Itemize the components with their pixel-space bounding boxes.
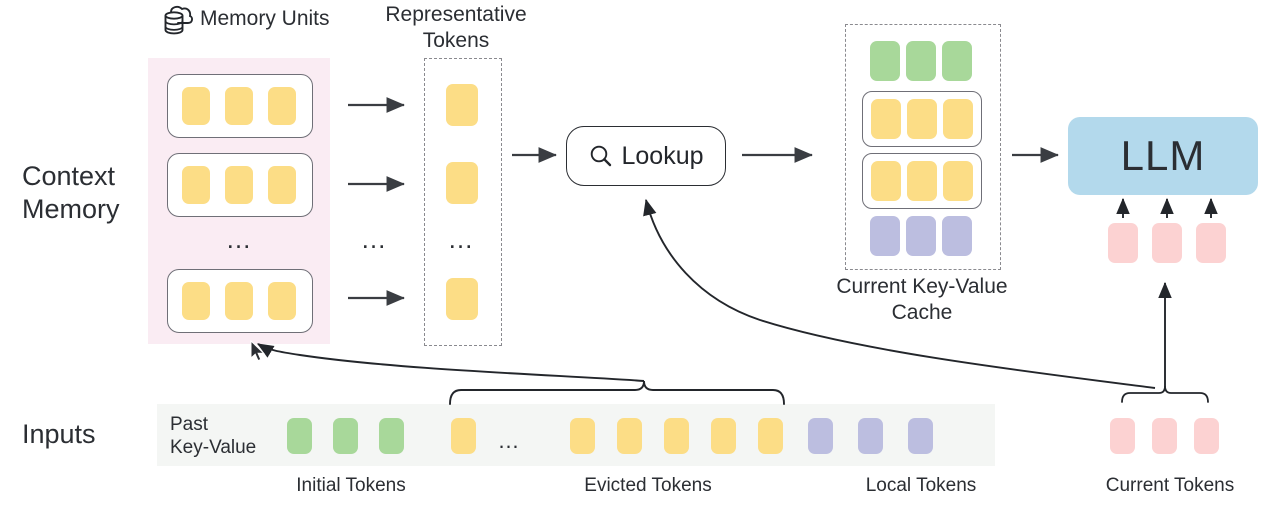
input-evicted-token [758,418,783,454]
memory-token [182,87,210,125]
memory-token [182,282,210,320]
memory-units-label: Memory Units [200,7,330,30]
kv-retrieved-unit-1 [862,91,982,147]
llm-input-token [1152,223,1182,263]
representative-token-1 [446,84,478,126]
memory-token [225,282,253,320]
memory-token [182,166,210,204]
memory-token [268,166,296,204]
mouse-cursor [250,339,268,369]
representative-token-3 [446,278,478,320]
kv-retrieved-token [871,161,901,201]
input-current-token [1194,418,1219,454]
input-local-token [908,418,933,454]
representative-token-2 [446,162,478,204]
memory-token [268,87,296,125]
mapping-ellipsis: … [360,224,390,254]
input-evicted-token [617,418,642,454]
caption-evicted-tokens: Evicted Tokens [584,475,712,496]
kv-initial-token [870,41,900,81]
past-key-value-label: Past Key-Value [170,414,257,459]
llm-node[interactable]: LLM [1068,117,1258,195]
kv-retrieved-token [907,99,937,139]
kv-local-token [870,216,900,256]
caption-initial-tokens: Initial Tokens [296,475,406,496]
input-local-token [808,418,833,454]
memory-unit-2[interactable] [167,153,313,217]
row-label-inputs: Inputs [22,419,96,449]
input-current-token [1110,418,1135,454]
row-label-context-memory: Context Memory [22,161,120,224]
llm-input-token [1108,223,1138,263]
cloud-database-icon [158,2,196,40]
input-evicted-token [451,418,476,454]
kv-retrieved-token [943,99,973,139]
memory-token [225,166,253,204]
input-local-token [858,418,883,454]
kv-retrieved-unit-2 [862,153,982,209]
input-evicted-token [664,418,689,454]
representative-tokens-ellipsis: … [447,224,477,254]
lookup-node[interactable]: Lookup [566,126,726,186]
kv-retrieved-token [871,99,901,139]
memory-token [225,87,253,125]
input-initial-token [333,418,358,454]
lookup-label: Lookup [621,141,704,170]
input-initial-token [287,418,312,454]
brace-evicted-tokens [449,380,785,405]
memory-token [268,282,296,320]
kv-initial-token [906,41,936,81]
representative-tokens-label: Representative Tokens [385,3,527,52]
kv-local-token [942,216,972,256]
input-evicted-token [570,418,595,454]
input-initial-token [379,418,404,454]
kv-retrieved-token [907,161,937,201]
kv-initial-token [942,41,972,81]
caption-current-tokens: Current Tokens [1105,475,1235,496]
arrow-evicted-to-context-memory [257,343,645,382]
memory-unit-1[interactable] [167,74,313,138]
llm-input-token [1196,223,1226,263]
input-current-token [1152,418,1177,454]
kv-retrieved-token [943,161,973,201]
memory-units-ellipsis: … [225,224,255,254]
brace-current-tokens [1121,385,1209,403]
input-evicted-token [711,418,736,454]
input-evicted-ellipsis: … [497,428,523,453]
llm-label: LLM [1120,132,1206,179]
kv-cache-label: Current Key-Value Cache [836,275,1008,324]
search-icon [588,143,614,169]
memory-unit-3[interactable] [167,269,313,333]
caption-local-tokens: Local Tokens [865,475,977,496]
kv-local-token [906,216,936,256]
